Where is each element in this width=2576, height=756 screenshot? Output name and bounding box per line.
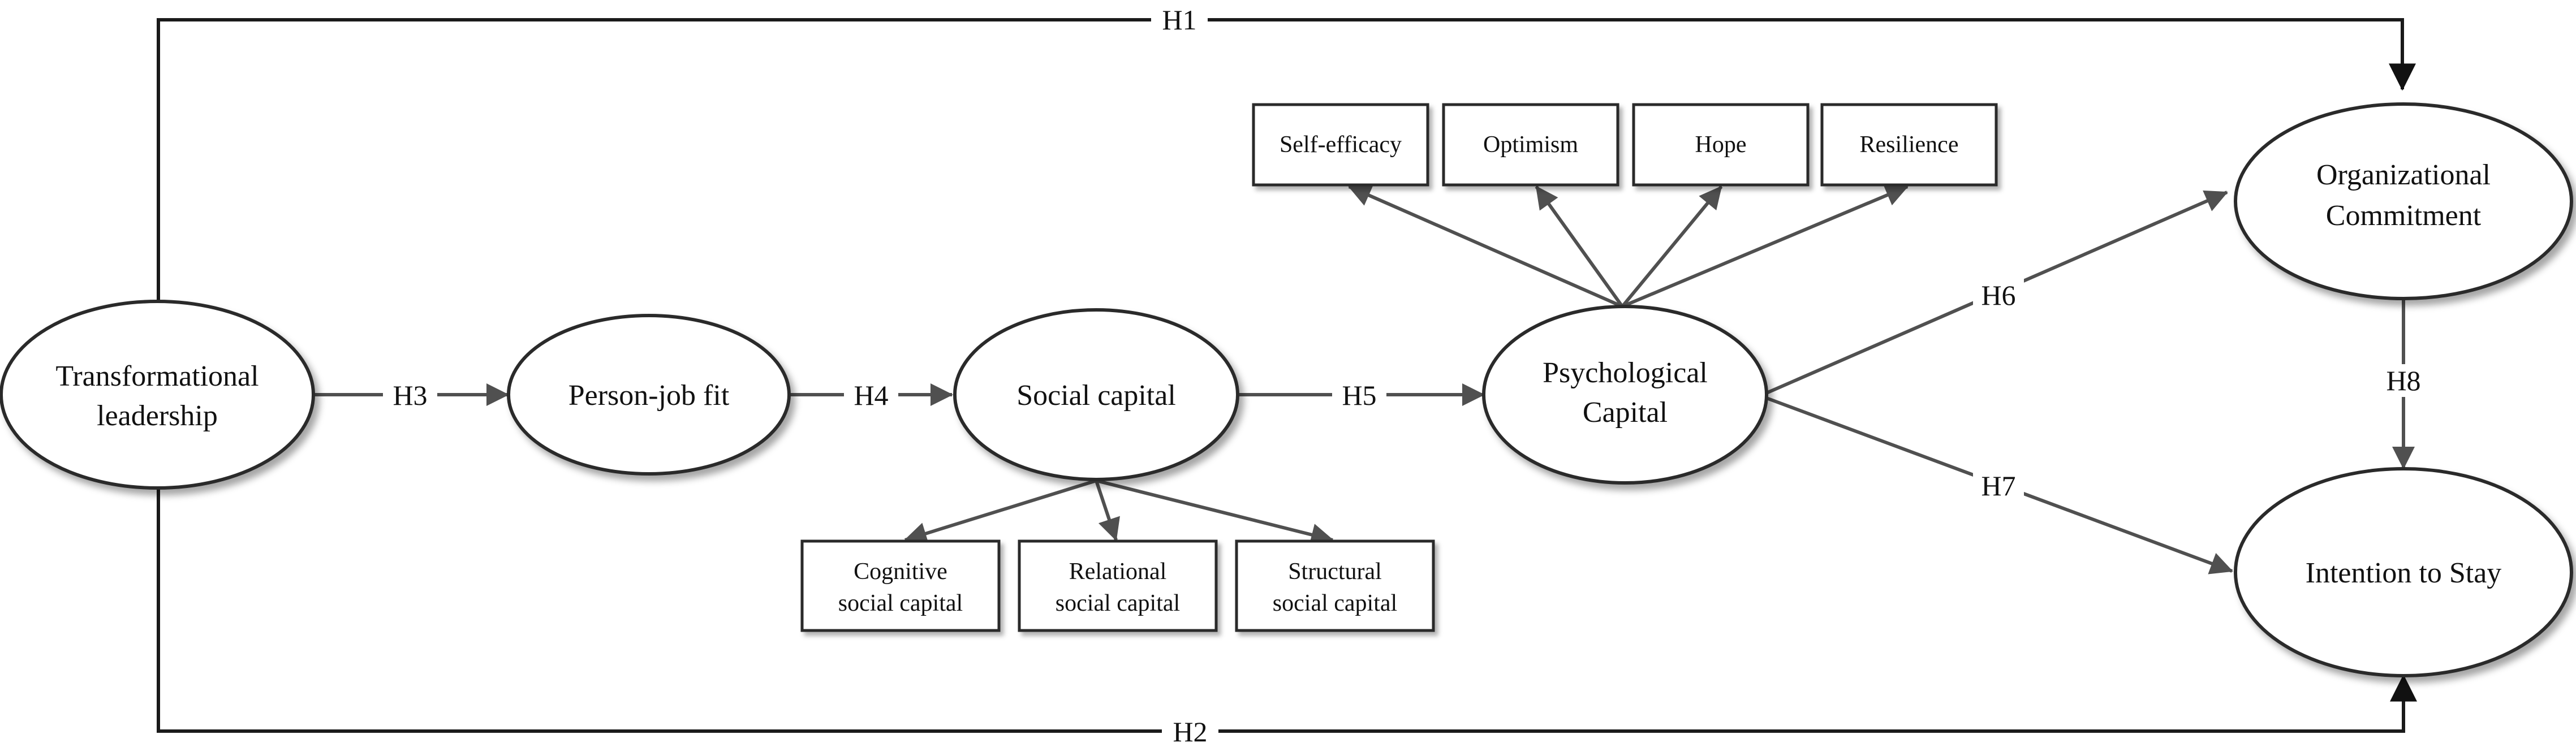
label-line-1: Psychological [1543,357,1708,389]
construct-person-job-fit: Person-job fit [507,314,791,476]
path-h1: H1 [157,4,2416,303]
label-line-1: Structural [1288,559,1382,585]
path-h3: H3 [314,379,509,412]
label-line-1: Relational [1069,559,1167,585]
label-h7: H7 [1981,470,2015,502]
label-h3: H3 [393,379,427,411]
label-line-2: social capital [838,590,963,616]
label-h4: H4 [854,379,888,411]
label-line-2: social capital [1273,590,1397,616]
dimension-self-efficacy: Self-efficacy [1252,103,1429,187]
label-line-1: Transformational [55,360,259,392]
social-capital-indicator-arrows [904,479,1334,546]
construct-organizational-commitment: Organizational Commitment [2234,102,2573,300]
label-line-2: social capital [1056,590,1180,616]
dimension-relational-social-capital: Relational social capital [1018,539,1218,632]
label-line-1: Resilience [1860,132,1959,158]
dimension-hope: Hope [1632,103,1810,187]
path-h7: H7 [1765,396,2233,574]
label-line-2: leadership [97,400,218,432]
path-h4: H4 [789,379,953,412]
label-h2: H2 [1173,716,1207,748]
dimension-structural-social-capital: Structural social capital [1235,539,1435,632]
dimension-cognitive-social-capital: Cognitive social capital [800,539,1001,632]
construct-psychological-capital: Psychological Capital [1482,305,1768,485]
dimension-resilience: Resilience [1820,103,1998,187]
label-line-2: Commitment [2326,200,2482,232]
label-h5: H5 [1342,379,1376,411]
label-line-1: Self-efficacy [1280,132,1402,158]
label-line-1: Organizational [2316,159,2491,191]
label-line-1: Optimism [1483,132,1578,158]
label-line-1: Intention to Stay [2306,557,2502,589]
label-line-1: Cognitive [854,559,947,585]
label-h1: H1 [1162,4,1196,36]
path-h2: H2 [157,487,2417,749]
construct-transformational-leadership: Transformational leadership [0,300,315,490]
label-line-1: Social capital [1016,379,1176,412]
construct-intention-to-stay: Intention to Stay [2234,467,2573,677]
construct-social-capital: Social capital [953,308,1239,481]
psycap-indicator-arrows [1348,184,1909,308]
label-line-1: Person-job fit [568,379,730,412]
label-line-1: Hope [1695,132,1747,158]
path-h5: H5 [1238,379,1485,412]
label-line-2: Capital [1583,396,1668,429]
path-h8: H8 [2377,299,2430,469]
path-h6: H6 [1765,190,2228,395]
dimension-optimism: Optimism [1442,103,1619,187]
label-h6: H6 [1981,279,2015,311]
label-h8: H8 [2386,365,2420,396]
